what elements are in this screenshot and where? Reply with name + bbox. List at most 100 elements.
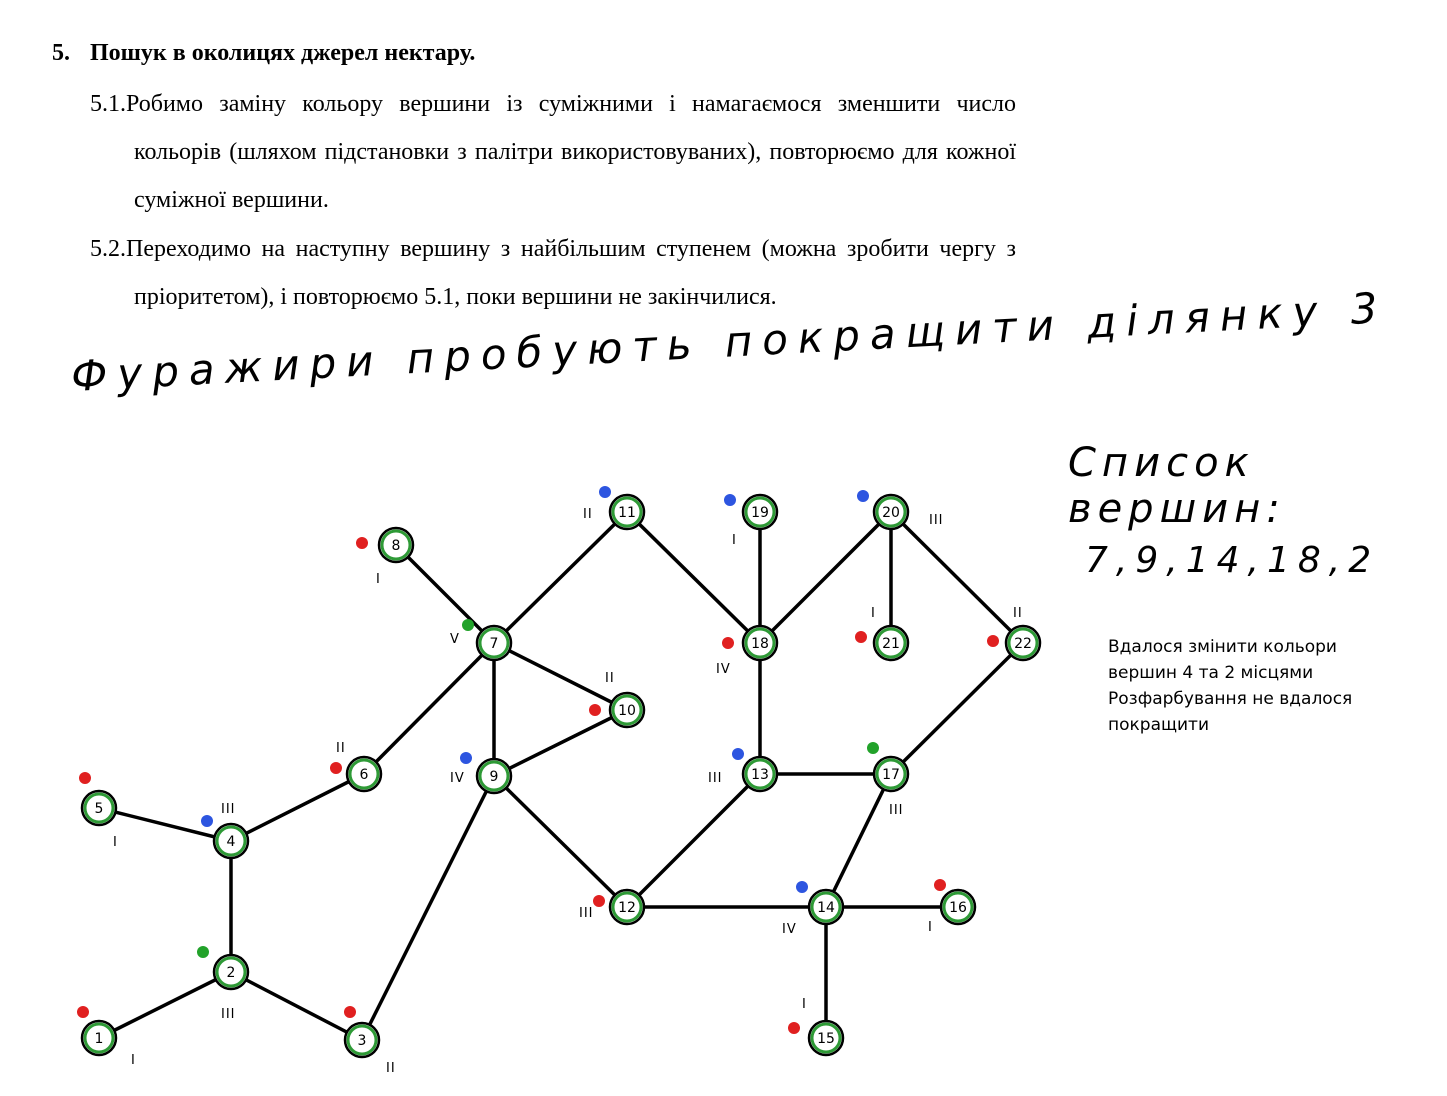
node-circle (80, 1019, 118, 1057)
node-ring (478, 760, 510, 792)
node-ring (942, 891, 974, 923)
node-circle (741, 624, 779, 662)
graph-node-15: 15I (788, 997, 845, 1057)
degree-label: I (871, 606, 876, 621)
node-label: 4 (227, 834, 236, 850)
section-number: 5. (52, 40, 70, 66)
node-label: 1 (95, 1031, 104, 1047)
color-dot-red (593, 895, 605, 907)
node-ring (348, 758, 380, 790)
item-text: Робимо заміну кольору вершини із суміжни… (126, 91, 1016, 213)
node-label: 19 (751, 505, 769, 521)
node-ring (810, 891, 842, 923)
degree-label: II (1013, 606, 1023, 621)
edge-13-12 (625, 772, 762, 909)
node-circle (741, 755, 779, 793)
node-circle (872, 493, 910, 531)
node-ring (744, 758, 776, 790)
node-ring (380, 529, 412, 561)
edge-9-3 (360, 775, 496, 1041)
node-ring (215, 956, 247, 988)
edge-6-7 (362, 641, 496, 776)
degree-label: III (579, 906, 594, 921)
edge-1-2 (98, 970, 232, 1040)
section-heading: 5. Пошук в околицях джерел нектару. (52, 40, 475, 67)
degree-label: I (131, 1053, 136, 1068)
node-ring (875, 627, 907, 659)
node-circle (608, 888, 646, 926)
degree-label: II (605, 671, 615, 686)
graph-node-16: 16I (928, 879, 977, 935)
degree-label: IV (450, 771, 465, 786)
node-ring (611, 694, 643, 726)
list-item-5-1: 5.1.Робимо заміну кольору вершини із сум… (90, 80, 1016, 224)
degree-label: II (336, 741, 346, 756)
node-circle (343, 1021, 381, 1059)
node-ring (478, 627, 510, 659)
handwritten-list-title: Список вершин: (1068, 440, 1286, 532)
result-note: Вдалося змінити кольори вершин 4 та 2 мі… (1108, 634, 1398, 738)
graph-node-1: 1I (77, 1006, 136, 1068)
node-circle (1004, 624, 1042, 662)
node-label: 10 (618, 703, 636, 719)
degree-label: III (221, 802, 236, 817)
node-ring (346, 1024, 378, 1056)
graph-node-9: 9 IV (450, 752, 513, 795)
edge-14-17 (824, 773, 893, 908)
degree-label: II (386, 1061, 396, 1076)
node-ring (744, 496, 776, 528)
edge-9-12 (492, 774, 629, 909)
graph-node-4: 4 III (201, 802, 250, 860)
graph-node-21: 21I (855, 606, 910, 662)
color-dot-blue (460, 752, 472, 764)
node-circle (345, 755, 383, 793)
node-circle (475, 757, 513, 795)
node-circle (80, 789, 118, 827)
degree-label: I (376, 572, 381, 587)
section-title: Пошук в околицях джерел нектару. (90, 40, 476, 66)
color-dot-red (344, 1006, 356, 1018)
note-line-3: Розфарбування не вдалося (1108, 689, 1353, 709)
color-dot-red (356, 537, 368, 549)
node-circle (377, 526, 415, 564)
graph-node-19: 19I (724, 493, 779, 548)
color-dot-blue (732, 748, 744, 760)
note-line-1: Вдалося змінити кольори (1108, 637, 1337, 657)
graph-node-6: 6II (330, 741, 383, 793)
color-dot-blue (857, 490, 869, 502)
color-dot-blue (724, 494, 736, 506)
edge-11-18 (625, 510, 762, 645)
color-dot-green (867, 742, 879, 754)
node-circle (872, 755, 910, 793)
node-circle (475, 624, 513, 662)
node-label: 7 (490, 636, 499, 652)
edge-22-17 (889, 641, 1025, 776)
node-label: 12 (618, 900, 636, 916)
node-circle (212, 953, 250, 991)
color-dot-green (197, 946, 209, 958)
node-label: 17 (882, 767, 900, 783)
node-ring (810, 1022, 842, 1054)
graph-node-7: 7V (450, 619, 513, 662)
degree-label: I (802, 997, 807, 1012)
color-dot-blue (599, 486, 611, 498)
edge-2-3 (230, 970, 363, 1042)
node-label: 20 (882, 505, 900, 521)
edge-9-10 (493, 708, 628, 778)
degree-label: IV (716, 662, 731, 677)
edge-7-11 (492, 510, 629, 645)
degree-label: I (113, 835, 118, 850)
node-ring (611, 891, 643, 923)
node-label: 9 (490, 769, 499, 785)
graph-node-3: 3II (343, 1006, 396, 1076)
note-line-4: покращити (1108, 715, 1210, 735)
node-circle (939, 888, 977, 926)
degree-label: IV (782, 922, 797, 937)
